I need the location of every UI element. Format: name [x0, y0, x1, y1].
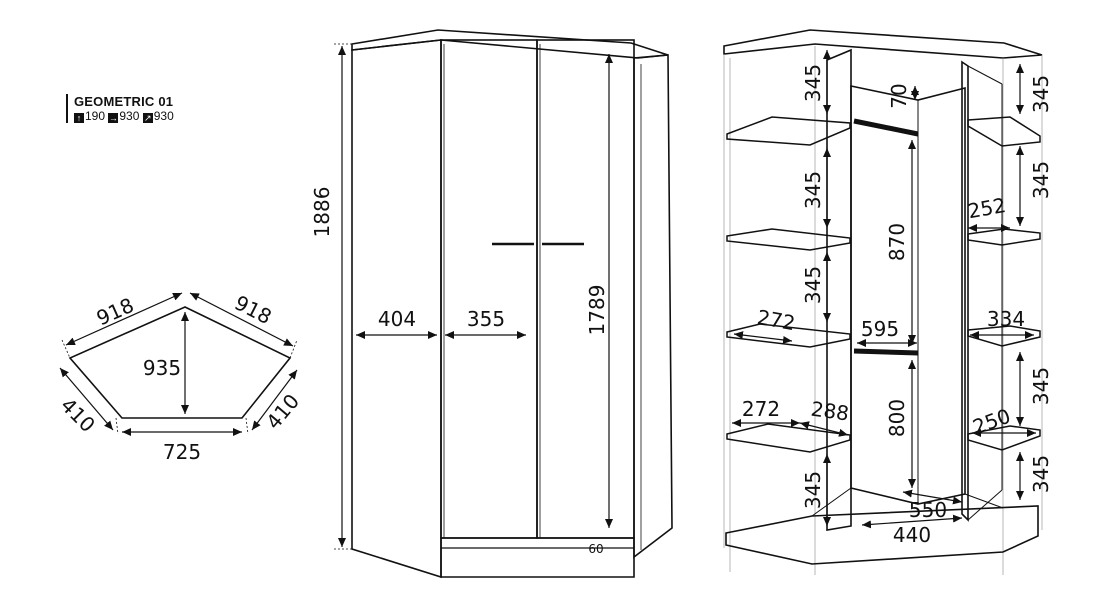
- interior-label-left-3: 345: [801, 266, 825, 304]
- plan-label-end-left: 410: [56, 393, 100, 437]
- plan-label-depth: 935: [143, 356, 181, 380]
- interior-label-floor-440: 440: [893, 523, 931, 547]
- interior-label-right-1: 345: [1029, 75, 1053, 113]
- plan-label-side-left: 918: [93, 293, 138, 330]
- exterior-plinth: [440, 537, 635, 578]
- interior-label-top-gap: 70: [887, 83, 911, 108]
- plan-outline: [68, 306, 292, 419]
- interior-label-right-2: 345: [1029, 161, 1053, 199]
- exterior-label-door-height: 1789: [585, 285, 609, 336]
- interior-label-left-1: 345: [801, 64, 825, 102]
- plan-dim-line-end-right: [251, 369, 298, 431]
- exterior-label-plinth: 60: [588, 542, 603, 556]
- product-name: GEOMETRIC 01: [74, 94, 174, 109]
- interior-label-lower-hanging: 800: [885, 399, 909, 437]
- interior-dim-line-floor-550: [902, 489, 963, 505]
- interior-label-floor-550: 550: [909, 498, 947, 522]
- exterior-labels: 1886 404 355 1789 60: [310, 187, 609, 556]
- spec-width: 930: [119, 109, 140, 123]
- spec-height: 190: [85, 109, 106, 123]
- spec-depth: 930: [153, 109, 174, 123]
- exterior-label-door-width: 355: [467, 307, 505, 331]
- plan-view: [59, 292, 298, 436]
- arrow-up-icon: ↑: [74, 113, 84, 123]
- interior-label-rail-width: 595: [861, 317, 899, 341]
- product-specs: ↑190 →930 ↗930: [74, 109, 174, 123]
- interior-view: [723, 29, 1043, 575]
- interior-label-right-4: 345: [1029, 455, 1053, 493]
- interior-back-panel: [850, 85, 966, 505]
- plan-dim-line-side-left: [65, 292, 183, 346]
- interior-label-right-shelf-252: 252: [966, 193, 1008, 223]
- exterior-label-height: 1886: [310, 187, 334, 238]
- interior-top-cap: [723, 29, 1043, 59]
- interior-label-right-shelf-250: 250: [970, 404, 1014, 440]
- interior-dim-line-shelf-272a: [733, 331, 793, 344]
- product-title-block: GEOMETRIC 01 ↑190 →930 ↗930: [66, 94, 174, 123]
- arrow-diagonal-icon: ↗: [142, 113, 153, 123]
- interior-floor: [725, 505, 1039, 565]
- plan-label-side-right: 918: [231, 290, 276, 329]
- hanging-rails: [853, 118, 919, 356]
- interior-label-shelf-272a: 272: [755, 305, 797, 335]
- interior-label-upper-hanging: 870: [885, 223, 909, 261]
- exterior-view: [334, 29, 673, 579]
- plan-labels: 918 918 935 410 410 725: [56, 290, 304, 464]
- exterior-door-left: [440, 39, 538, 539]
- interior-dim-line-floor-440: [861, 514, 963, 529]
- interior-dim-line-shelf-288: [799, 421, 849, 437]
- exterior-label-side: 404: [378, 307, 416, 331]
- interior-label-shelf-288: 288: [809, 397, 850, 426]
- plan-label-front: 725: [163, 440, 201, 464]
- plan-dim-line-end-left: [59, 367, 114, 431]
- interior-label-left-4: 345: [801, 471, 825, 509]
- plan-label-end-right: 410: [261, 389, 304, 434]
- interior-right-shelves: [967, 116, 1041, 451]
- interior-labels: 345 345 345 345 70 870 800 595 272 272 2…: [742, 64, 1053, 547]
- interior-label-shelf-272b: 272: [742, 397, 780, 421]
- arrow-right-icon: →: [108, 113, 119, 123]
- interior-label-right-shelf-334: 334: [987, 307, 1025, 331]
- plan-dim-line-side-right: [189, 292, 294, 347]
- interior-label-right-3: 345: [1029, 367, 1053, 405]
- interior-left-divider: [826, 48, 852, 531]
- exterior-open-door: [633, 54, 673, 559]
- interior-label-left-2: 345: [801, 171, 825, 209]
